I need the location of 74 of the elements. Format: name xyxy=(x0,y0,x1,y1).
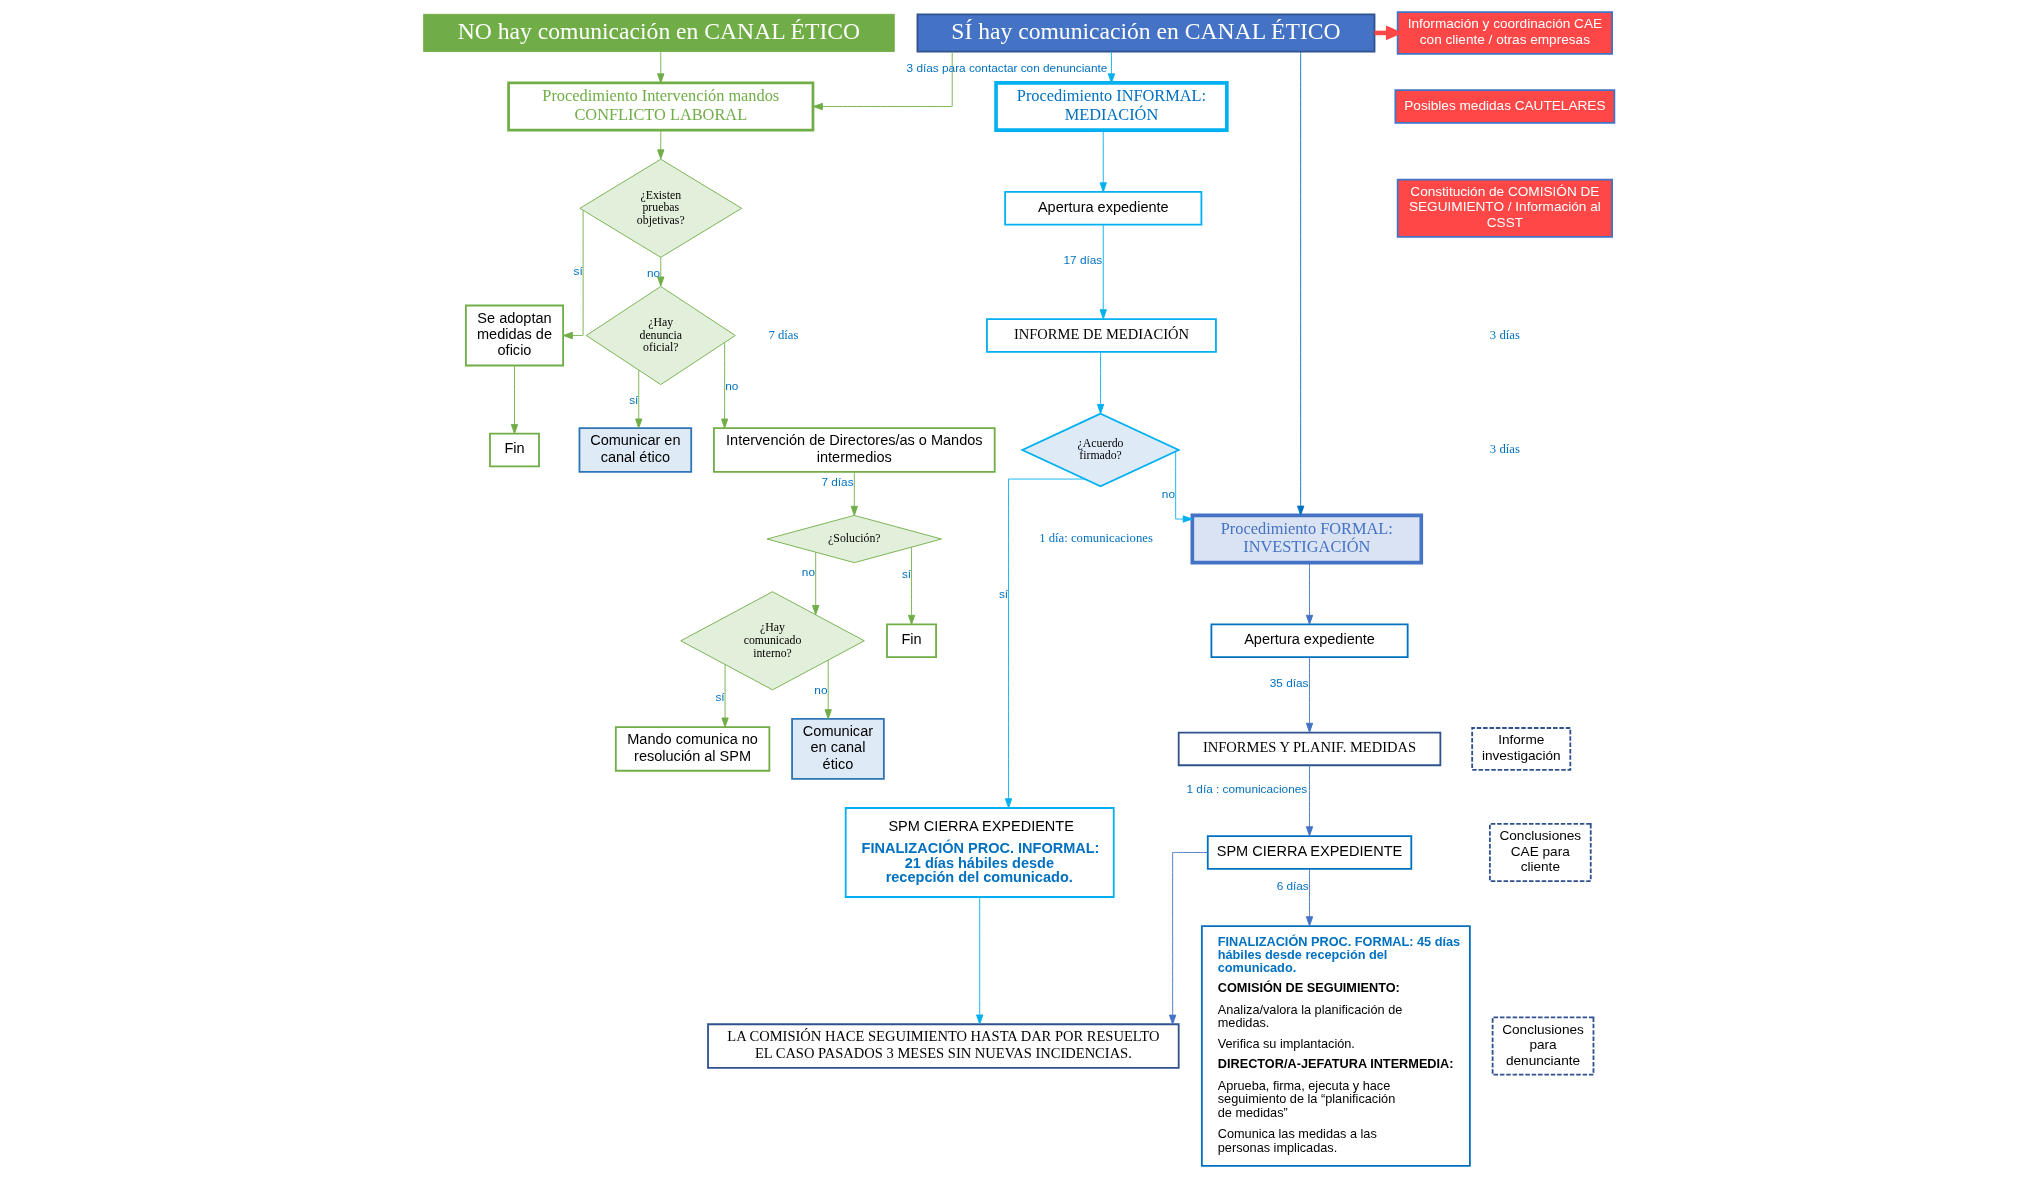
node-box: Se adoptan medidas de oficio xyxy=(464,304,564,367)
edge-label: sí xyxy=(901,567,911,582)
arrow xyxy=(656,257,664,287)
edge-label: sí xyxy=(998,586,1008,601)
edge-label: no xyxy=(801,564,815,579)
node-box: LA COMISIÓN HACE SEGUIMIENTO HASTA DAR POR RESUELTO EL CASO PASADOS 3 MESES SIN NUEVAS INCIDENCIAS. xyxy=(706,1023,1180,1069)
node-box: Comunicar en canal ético xyxy=(790,718,885,780)
arrow xyxy=(510,365,518,434)
edge-label: 6 días xyxy=(1276,878,1309,893)
node-diamond: ¿Hay denuncia oficial? xyxy=(585,285,736,385)
node-box: Apertura expediente xyxy=(1210,623,1409,659)
node-box: Fin xyxy=(488,432,540,468)
label: 3 días xyxy=(1489,442,1520,457)
node-box: Constitución de COMISIÓN DE SEGUIMIENTO / Información al CSST xyxy=(1396,178,1613,238)
edge-label: sí xyxy=(628,393,638,408)
node-box: Fin xyxy=(885,623,937,659)
arrow xyxy=(1096,351,1104,414)
arrow xyxy=(720,664,729,728)
edge-label: no xyxy=(646,265,660,280)
node-box: SPM CIERRA EXPEDIENTE xyxy=(1206,835,1412,870)
node-box: Mando comunica no resolución al SPM xyxy=(614,726,770,772)
node-box: Procedimiento FORMAL: INVESTIGACIÓN xyxy=(1190,513,1423,565)
arrow xyxy=(1099,224,1107,320)
node-diamond: ¿Acuerdo firmado? xyxy=(1019,412,1181,488)
edge-label: no xyxy=(1161,487,1175,502)
node-box: INFORME DE MEDIACIÓN xyxy=(985,318,1217,353)
edge-label: 3 días para contactar con denunciante xyxy=(906,61,1107,76)
arrow xyxy=(656,51,664,84)
arrow xyxy=(1099,129,1107,193)
arrow xyxy=(975,896,983,1025)
arrow xyxy=(634,369,642,429)
label: 3 días xyxy=(1489,327,1520,342)
node-diamond: ¿Existen pruebas objetivas? xyxy=(578,158,742,258)
arrow xyxy=(907,546,915,625)
label: 1 día: comunicaciones xyxy=(1038,531,1153,546)
arrow xyxy=(1004,478,1085,809)
edge-label: 17 días xyxy=(1062,252,1102,267)
arrow xyxy=(656,129,664,160)
node-box: Comunicar en canal ético xyxy=(578,427,692,473)
arrow xyxy=(562,210,584,340)
node-box: Posibles medidas CAUTELARES xyxy=(1394,89,1615,124)
node-box: Procedimiento Intervención mandos CONFLICTO LABORAL xyxy=(506,81,814,132)
label: 7 días xyxy=(767,327,798,342)
node-box: Información y coordinación CAE con cliente / otras empresas xyxy=(1396,11,1613,55)
arrow xyxy=(811,551,819,615)
edge-label: 1 día : comunicaciones xyxy=(1186,781,1307,796)
node-box: INFORMES Y PLANIF. MEDIDAS xyxy=(1177,731,1441,767)
arrow xyxy=(1107,51,1115,84)
node-box: Conclusiones CAE para cliente xyxy=(1488,822,1592,883)
arrow xyxy=(824,659,832,720)
arrow xyxy=(1168,852,1208,1025)
arrow xyxy=(1305,562,1313,625)
node-box: SPM CIERRA EXPEDIENTE FINALIZACIÓN PROC. INFORMAL: 21 días hábiles desde recepción del comunicado. xyxy=(844,807,1115,898)
arrow xyxy=(1305,656,1313,733)
arrow xyxy=(1174,450,1193,523)
arrow xyxy=(1305,868,1313,927)
node-box: Procedimiento INFORMAL: MEDIACIÓN xyxy=(993,81,1229,132)
arrow xyxy=(720,342,728,429)
arrow xyxy=(850,471,858,516)
arrow xyxy=(1296,51,1304,516)
edge-label: 35 días xyxy=(1269,675,1308,690)
node-box: NO hay comunicación en CANAL ÉTICO xyxy=(422,13,895,52)
arrow xyxy=(1305,764,1313,837)
edge-label: 7 días xyxy=(820,474,854,489)
node-box: Intervención de Directores/as o Mandos intermedios xyxy=(712,427,996,473)
node-box: Conclusiones para denunciante xyxy=(1491,1016,1594,1076)
edge-label: sí xyxy=(714,689,725,704)
node-box: FINALIZACIÓN PROC. FORMAL: 45 días hábiles desde recepción del comunicado. COMISIÓN DE SEGUIMIENTO: Analiza/valora la planificación de medidas. Verifica su implantación. DIRECTOR/A-JEFATURA INTERMEDIA: Aprueba, firma, ejecuta y hace seguimiento de la “planificación de medidas” Comunica las medidas a las personas implicadas. xyxy=(1200,925,1471,1167)
node-box: Informe investigación xyxy=(1470,727,1571,771)
node-diamond: ¿Solución? xyxy=(766,514,942,564)
node-box: Apertura expediente xyxy=(1003,191,1202,226)
node-box: SÍ hay comunicación en CANAL ÉTICO xyxy=(916,13,1375,53)
edge-label: sí xyxy=(573,264,583,279)
arrow xyxy=(812,51,953,111)
